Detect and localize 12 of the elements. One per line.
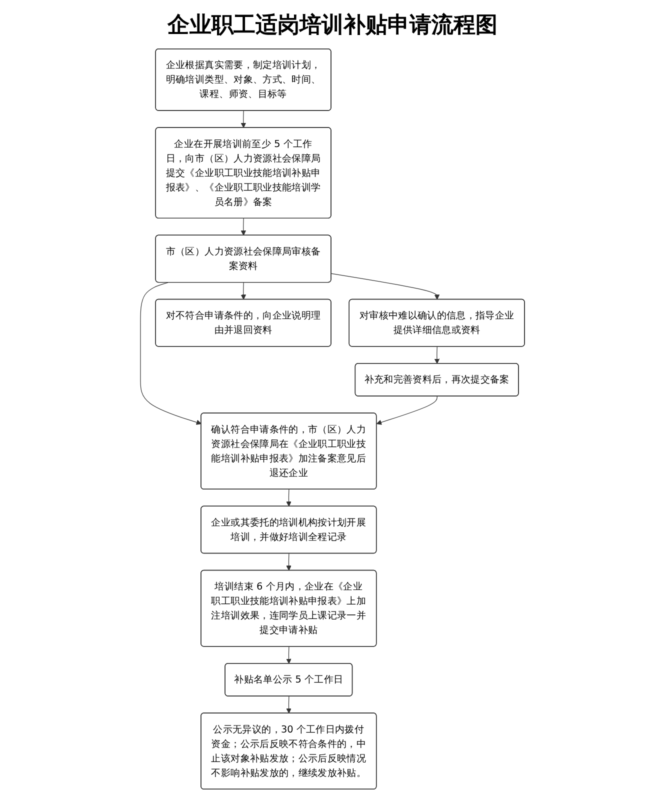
diagram-title: 企业职工适岗培训补贴申请流程图 <box>166 11 498 40</box>
arrow <box>240 218 246 236</box>
arrow <box>434 346 440 364</box>
arrow <box>376 396 438 425</box>
arrow <box>286 696 292 714</box>
arrow <box>286 646 292 664</box>
arrow <box>240 110 246 128</box>
arrow <box>240 282 246 300</box>
arrow <box>140 282 202 425</box>
arrow <box>330 273 440 300</box>
arrow <box>286 489 292 507</box>
arrow <box>286 553 292 571</box>
